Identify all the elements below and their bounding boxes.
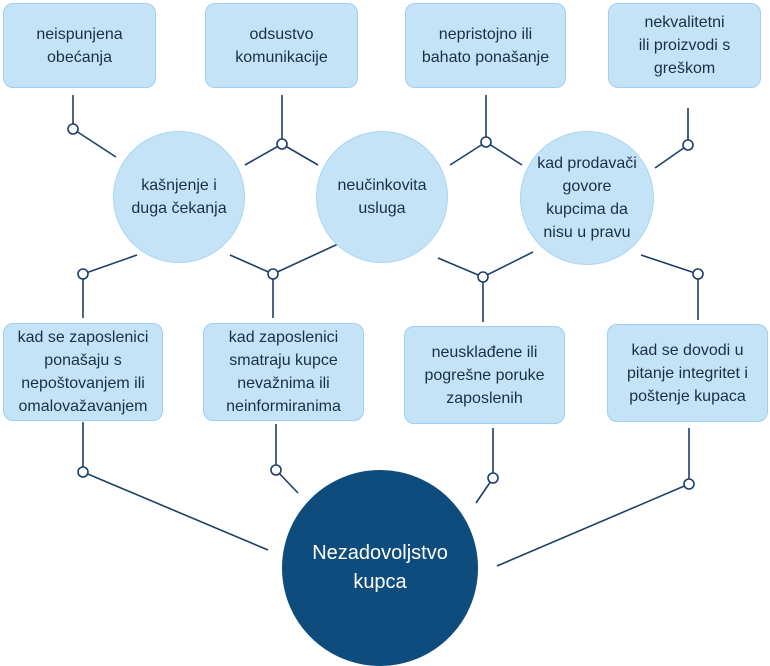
top-cause-label: odsustvo komunikacije [235,25,328,66]
junction-node [480,136,492,148]
junction-node [487,472,499,484]
junction-node [270,464,282,476]
central-node-label: Nezadovoljstvo kupca [312,542,448,593]
middle-cause-circle: neučinkovita usluga [316,131,448,263]
junction-node [692,268,704,280]
lower-cause-label: kad se dovodi u pitanje integritet i poš… [627,341,748,405]
junction-node [683,478,695,490]
central-node: Nezadovoljstvo kupca [282,470,478,666]
lower-cause-label: kad se zaposlenici ponašaju s nepoštovan… [17,329,149,415]
top-cause-label: neispunjena obećanja [36,25,123,66]
junction-node [682,139,694,151]
junction-node [77,268,89,280]
junction-node [77,466,89,478]
middle-cause-circle: kad prodavači govore kupcima da nisu u p… [520,131,654,265]
junction-node [67,123,79,135]
middle-cause-label: kad prodavači govore kupcima da nisu u p… [537,155,637,241]
lower-cause-box: kad zaposlenici smatraju kupce nevažnima… [203,323,364,421]
junction-node [477,271,489,283]
top-cause-box: nekvalitetni ili proizvodi s greškom [608,3,761,88]
lower-cause-box: neusklađene ili pogrešne poruke zaposlen… [404,326,565,424]
top-cause-box: odsustvo komunikacije [205,3,358,88]
lower-cause-box: kad se dovodi u pitanje integritet i poš… [607,324,768,422]
top-cause-box: nepristojno ili bahato ponašanje [405,3,566,88]
junction-node [276,138,288,150]
middle-cause-label: neučinkovita usluga [337,177,427,217]
middle-cause-circle: kašnjenje i duga čekanja [113,131,245,263]
junction-node [267,268,279,280]
middle-cause-label: kašnjenje i duga čekanja [131,177,227,217]
top-cause-label: nepristojno ili bahato ponašanje [421,25,550,66]
top-cause-box: neispunjena obećanja [3,3,156,88]
lower-cause-label: kad zaposlenici smatraju kupce nevažnima… [226,329,341,415]
top-cause-label: nekvalitetni ili proizvodi s greškom [638,14,731,77]
lower-cause-box: kad se zaposlenici ponašaju s nepoštovan… [3,323,163,421]
lower-cause-label: neusklađene ili pogrešne poruke zaposlen… [424,343,545,407]
